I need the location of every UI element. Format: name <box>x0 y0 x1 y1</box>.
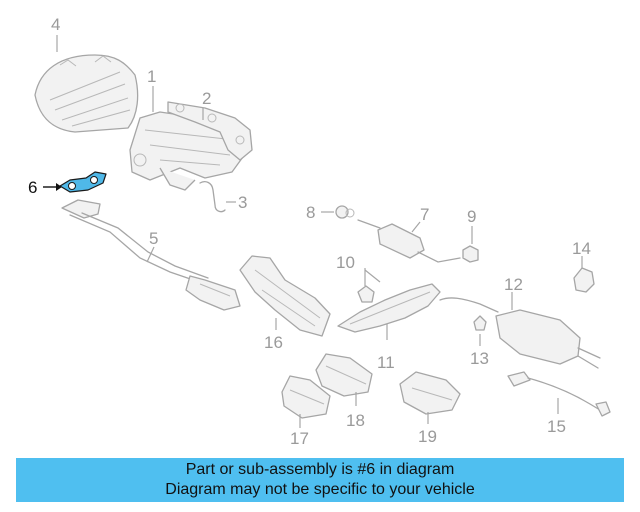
callout-10: 10 <box>336 253 355 272</box>
callout-8: 8 <box>306 203 315 222</box>
banner-line-1: Part or sub-assembly is #6 in diagram <box>185 461 455 478</box>
callout-13: 13 <box>470 349 489 368</box>
callout-16: 16 <box>264 333 283 352</box>
callout-5: 5 <box>149 229 158 248</box>
banner-line-2: Diagram may not be specific to your vehi… <box>165 481 475 498</box>
callout-7: 7 <box>420 205 429 224</box>
info-banner: Part or sub-assembly is #6 in diagram Di… <box>16 458 624 502</box>
part-5-front-pipe-catalytic-converter[interactable] <box>61 199 241 311</box>
part-11-heat-shield[interactable] <box>337 283 441 333</box>
exhaust-parts-diagram: 4 1 2 3 6 5 <box>28 15 611 448</box>
callout-19: 19 <box>418 427 437 446</box>
part-4-heat-shield[interactable] <box>34 54 139 133</box>
callout-6: 6 <box>28 178 37 197</box>
part-14-hanger[interactable] <box>573 267 595 293</box>
callout-4: 4 <box>51 15 60 34</box>
part-18-heat-shield[interactable] <box>315 353 373 397</box>
callout-15: 15 <box>547 417 566 436</box>
part-16-heat-shield[interactable] <box>239 255 331 337</box>
part-17-heat-shield[interactable] <box>281 375 331 419</box>
part-9-clamp[interactable] <box>462 245 479 263</box>
callout-11: 11 <box>377 353 395 372</box>
callout-3: 3 <box>238 193 247 212</box>
part-2-manifold-gasket[interactable] <box>167 101 253 161</box>
part-13-clamp[interactable] <box>473 315 487 331</box>
part-3-bracket[interactable] <box>199 181 226 213</box>
callout-9: 9 <box>467 207 476 226</box>
callout-1: 1 <box>147 67 156 86</box>
callout-2: 2 <box>202 89 211 108</box>
part-12-rear-muffler[interactable] <box>439 297 601 369</box>
part-6-flange-gasket[interactable] <box>59 171 107 193</box>
callout-17: 17 <box>290 429 309 448</box>
callout-14: 14 <box>572 239 591 258</box>
part-15-oxygen-sensor[interactable] <box>507 371 611 417</box>
part-19-heat-shield[interactable] <box>399 371 461 415</box>
callout-12: 12 <box>504 275 523 294</box>
part-7-center-muffler[interactable] <box>357 219 461 263</box>
part-8-clamp[interactable] <box>335 205 355 219</box>
callout-18: 18 <box>346 411 365 430</box>
part-10-hanger[interactable] <box>357 285 375 303</box>
